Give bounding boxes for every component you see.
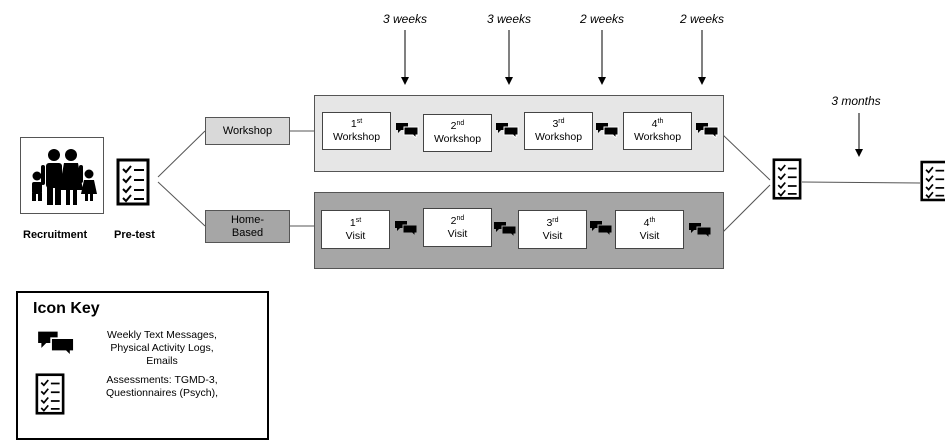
chat-bubbles-icon (496, 123, 519, 138)
checklist-icon (920, 160, 945, 202)
merge-line-workshop (722, 134, 771, 181)
home-branch-label: Home- Based (205, 210, 290, 243)
icon-key-panel (16, 291, 269, 440)
visit-box-2: 2nd Visit (423, 208, 492, 247)
family-icon (32, 149, 97, 205)
home-branch-text-2: Based (231, 226, 264, 239)
key-messages-text: Weekly Text Messages, Physical Activity … (107, 329, 217, 367)
workshop-box-2: 2nd Workshop (423, 114, 492, 152)
followup-interval-label: 3 months (831, 94, 881, 108)
chat-bubbles-icon (590, 221, 613, 236)
branch-line-workshop (157, 130, 206, 178)
branch-line-home (157, 181, 206, 227)
chat-bubbles-icon (395, 221, 418, 236)
interval-label-3: 2 weeks (579, 12, 625, 26)
checklist-icon (35, 373, 65, 415)
chat-bubbles-icon (596, 123, 619, 138)
recruitment-box (20, 137, 104, 214)
interval-label-4: 2 weeks (679, 12, 725, 26)
visit-box-3: 3rd Visit (518, 210, 587, 249)
merge-line-home (722, 184, 771, 233)
icon-key-title: Icon Key (33, 300, 100, 317)
chat-bubbles-icon (38, 331, 75, 356)
recruitment-label: Recruitment (23, 229, 88, 241)
workshop-box-1: 1st Workshop (322, 112, 391, 150)
workshop-branch-text: Workshop (222, 124, 273, 137)
pretest-label: Pre-test (114, 229, 155, 241)
visit-box-4: 4th Visit (615, 210, 684, 249)
followup-line (801, 181, 921, 184)
home-branch-text-1: Home- (230, 213, 264, 226)
checklist-icon (116, 158, 150, 206)
key-assessments-text: Assessments: TGMD-3, Questionnaires (Psy… (105, 374, 219, 399)
workshop-box-3: 3rd Workshop (524, 112, 593, 150)
checklist-icon (772, 158, 802, 200)
interval-label-2: 3 weeks (486, 12, 532, 26)
interval-label-1: 3 weeks (382, 12, 428, 26)
chat-bubbles-icon (689, 223, 712, 238)
visit-box-1: 1st Visit (321, 210, 390, 249)
workshop-box-4: 4th Workshop (623, 112, 692, 150)
workshop-branch-label: Workshop (205, 117, 290, 145)
chat-bubbles-icon (696, 123, 719, 138)
chat-bubbles-icon (396, 123, 419, 138)
chat-bubbles-icon (494, 222, 517, 237)
